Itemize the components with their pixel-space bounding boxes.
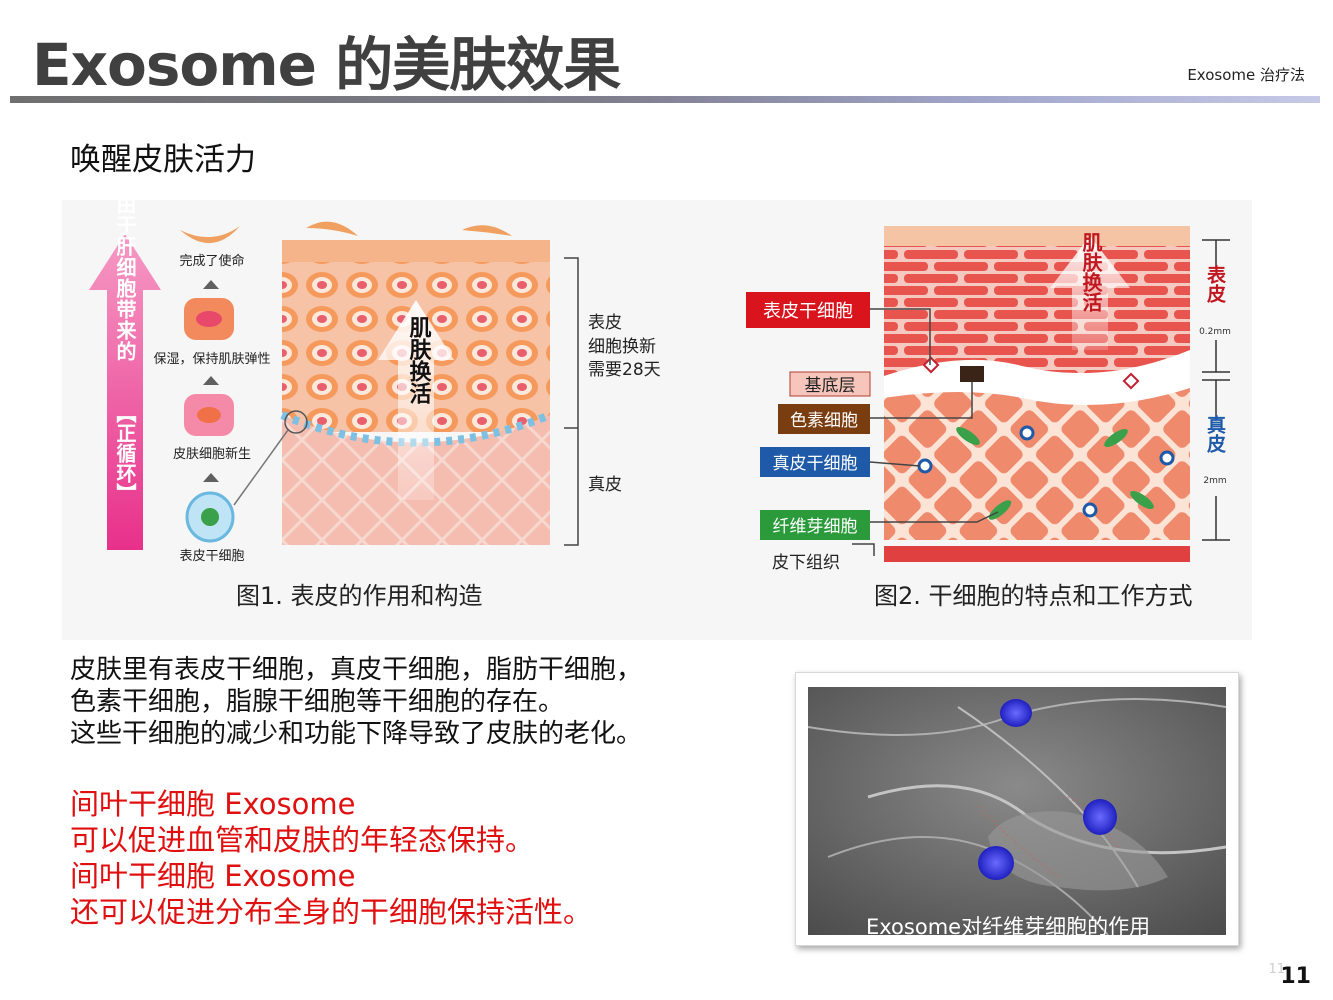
label-box-pigment [778,404,870,434]
up-arrow-icon [203,376,219,385]
label-box-basal [789,371,871,397]
microscopy-photo [808,687,1226,935]
highlight-paragraph: 间叶干细胞 Exosome 可以促进血管和皮肤的年轻态保持。 间叶干细胞 Exo… [70,786,592,930]
label-fibroblast: 纤维芽细胞 [773,517,858,537]
highlight-line: 间叶干细胞 Exosome [70,787,356,821]
nucleus-icon [196,311,222,327]
body-line: 皮肤里有表皮干细胞，真皮干细胞，脂肪干细胞， [70,655,643,685]
figure1-caption: 图1. 表皮的作用和构造 [236,582,483,610]
microscopy-photo-frame: Exosome对纤维芽细胞的作用 [795,672,1239,946]
highlight-line: 间叶干细胞 Exosome [70,859,356,893]
figures-panel: 由于肝细胞带来的 【正循环】 完成了使命 保湿，保持肌肤弹性 皮肤细胞新生 表皮… [62,200,1252,640]
stage-icons [180,226,240,543]
section-subtitle: 唤醒皮肤活力 [70,142,256,178]
cycle-arrow-text: 由于肝细胞带来的 [113,200,137,362]
body-paragraph: 皮肤里有表皮干细胞，真皮干细胞，脂肪干细胞， 色素干细胞，脂腺干细胞等干细胞的存… [70,654,642,750]
stage-label-renew: 皮肤细胞新生 [173,446,251,462]
page-number-ghost: 11 [1268,962,1285,977]
dermis-thickness: 2mm [1203,476,1226,486]
label-dermal-stem: 真皮干细胞 [773,454,858,474]
figures-svg: 由于肝细胞带来的 【正循环】 完成了使命 保湿，保持肌肤弹性 皮肤细胞新生 表皮… [89,200,1231,573]
page-number: 11 [1280,964,1311,989]
fig1-brackets [564,257,579,546]
nucleus-icon [197,407,221,423]
stage-label-stem: 表皮干细胞 [179,549,244,564]
epidermis-label-3: 需要28天 [588,360,661,380]
label-pigment-cell: 色素细胞 [790,411,858,431]
label-epidermal-stem: 表皮干细胞 [763,301,853,322]
label-subcutaneous: 皮下组织 [772,553,840,573]
up-arrow-icon [203,280,219,289]
body-line: 这些干细胞的减少和功能下降导致了皮肤的老化。 [70,719,643,749]
stage-label-moist: 保湿，保持肌肤弹性 [153,352,270,367]
fig2-scale [1202,239,1230,541]
up-arrow-icon [203,473,219,482]
epidermis-thickness: 0.2mm [1199,327,1231,337]
figure2-caption: 图2. 干细胞的特点和工作方式 [874,582,1193,610]
nucleus-icon [201,508,219,526]
page-title: Exosome 的美肤效果 [32,31,621,99]
dermis-side-label: 真皮 [1204,414,1226,454]
fig1-center-text: 肌肤换活 [406,316,432,404]
fig2-center-text: 肌肤换活 [1079,232,1103,313]
header-tag: Exosome 治疗法 [1187,66,1305,84]
epidermis-label-2: 细胞换新 [588,337,656,357]
dermis-label-1: 真皮 [588,475,622,495]
skin-cross-section-2 [884,226,1190,562]
photo-caption: Exosome对纤维芽细胞的作用 [866,915,1151,939]
highlight-line: 可以促进血管和皮肤的年轻态保持。 [70,823,535,857]
flake-icon [180,226,240,244]
cycle-arrow [89,234,161,550]
fig2-leader-lines [852,308,999,556]
stage-label-done: 完成了使命 [179,253,244,269]
label-box-epidermal-stem [746,292,870,328]
title-rule [10,96,1320,103]
label-box-fibroblast [760,510,870,540]
skin-cross-section-1 [233,221,552,545]
body-line: 色素干细胞，脂腺干细胞等干细胞的存在。 [70,687,565,717]
highlight-line: 还可以促进分布全身的干细胞保持活性。 [70,895,593,929]
label-basal-layer: 基底层 [805,376,856,396]
microscopy-image [808,687,1226,935]
label-box-dermal-stem [760,447,870,477]
epidermis-label-1: 表皮 [588,313,622,333]
cycle-arrow-bracket-text: 【正循环】 [113,403,137,503]
epidermis-side-label: 表皮 [1204,264,1226,304]
